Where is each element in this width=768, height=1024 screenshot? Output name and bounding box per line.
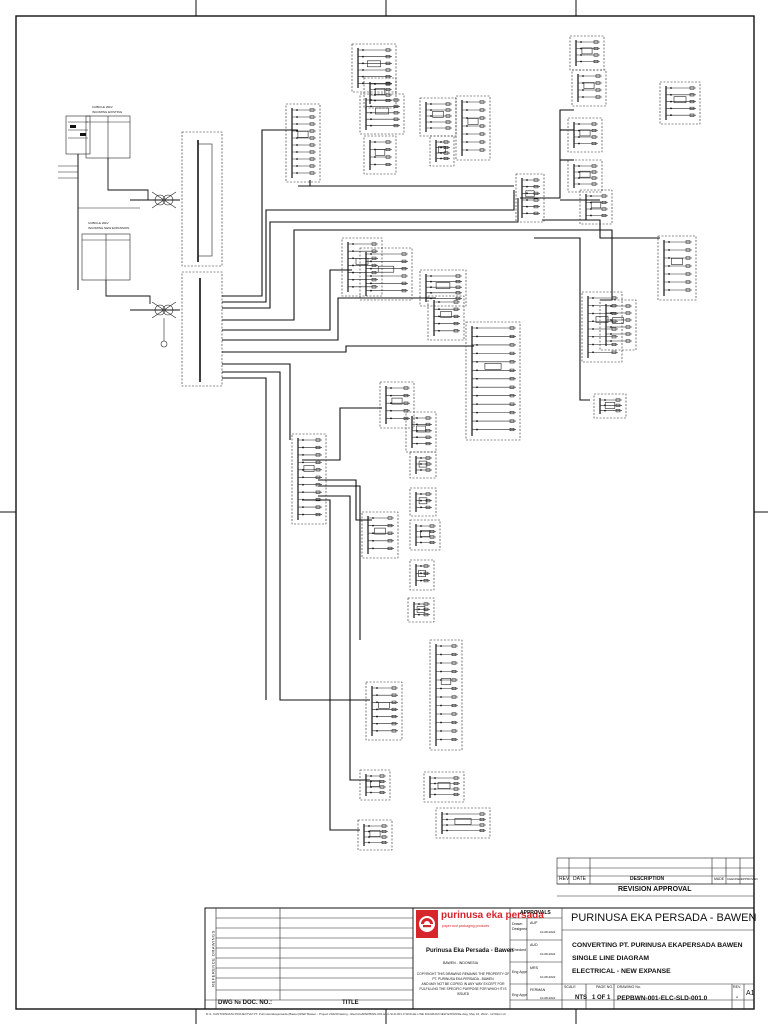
company-name: purinusa eka persada [441, 910, 544, 921]
scale-value: NTS [575, 995, 587, 1001]
approval-row: Drawn Designed [512, 922, 528, 931]
distribution-panel [361, 511, 399, 559]
distribution-panel [455, 95, 491, 161]
approval-name: FERMAN [530, 988, 546, 992]
approval-role: Checked [512, 948, 527, 952]
distribution-panel [419, 269, 467, 307]
distribution-panel [659, 81, 701, 125]
distribution-panel [657, 235, 697, 301]
distribution-panel [365, 681, 403, 741]
revision-table [556, 857, 755, 897]
transformer-symbol-2 [151, 301, 177, 348]
approval-date: 10-08-2022 [540, 996, 556, 1000]
distribution-panel [579, 189, 613, 225]
distribution-panel [409, 451, 437, 479]
title-column-label: TITLE [342, 1000, 359, 1006]
transformer-info-box-2: CUBICLE 20kV INCOMING NEW EXPANSION [81, 221, 131, 281]
lvmdp-panel-2 [181, 271, 223, 387]
rev-caption: REV. [733, 985, 742, 989]
approval-name: AUP [530, 921, 538, 925]
title-block [204, 907, 755, 1010]
distribution-panel [363, 77, 397, 109]
distribution-panel [429, 135, 455, 167]
distribution-panel [409, 487, 437, 517]
scale-caption: SCALE [564, 985, 576, 989]
title-lines: CONVERTING PT. PURINUSA EKAPERSADA BAWEN… [572, 942, 743, 975]
distribution-panel [359, 247, 413, 301]
dwg-doc-no-label: DWG № DOC. NO.: [218, 1000, 273, 1006]
svg-text:CUBICLE 20kV: CUBICLE 20kV [92, 105, 113, 109]
reference-drawings-label: REFERENCE DRAWINGS [210, 930, 216, 987]
distribution-panel [515, 173, 545, 223]
transformer-info-box-1: CUBICLE 20kV INCOMING EXISTING [85, 105, 131, 159]
file-path-footer: D:\1. KANTOR\DATA PROJECT\02 PT. Purinus… [206, 1012, 506, 1016]
distribution-panel [599, 299, 637, 351]
page-caption: PAGE NO. [596, 985, 614, 989]
company-tagline: paper and packaging products [442, 924, 490, 928]
distribution-panel [291, 433, 327, 525]
revision-approval-title: REVISION APPROVAL [618, 886, 692, 893]
distribution-panel [571, 69, 607, 107]
approval-date: 10-08-2022 [540, 975, 556, 979]
approval-date: 10-08-2022 [540, 952, 556, 956]
drawing-number: PEPBWN-001-ELC-SLD-001.0 [617, 995, 708, 1002]
approval-role: Eng Appr [512, 993, 527, 997]
distribution-panel [357, 819, 393, 851]
distribution-panel [409, 559, 435, 591]
approval-date: 10-08-2022 [540, 930, 556, 934]
distribution-panel [285, 103, 321, 183]
distribution-panel [427, 295, 465, 341]
distribution-panel [429, 639, 463, 751]
distribution-panel [569, 35, 605, 71]
distribution-panel [593, 393, 627, 419]
page-value: 1 OF 1 [592, 995, 611, 1001]
distribution-panel [351, 43, 397, 93]
distribution-panel [359, 93, 405, 135]
date-col-label: DATE [573, 876, 586, 882]
transformer-symbol-1 [151, 191, 177, 209]
site-name: Purinusa Eka Persada - Bawen [426, 948, 514, 954]
main-title: PURINUSA EKA PERSADA - BAWEN [571, 912, 757, 924]
distribution-panel [465, 321, 521, 441]
distribution-panel [407, 597, 435, 623]
svg-text:INCOMING EXISTING: INCOMING EXISTING [92, 110, 123, 114]
approval-role: Eng Appr [512, 970, 527, 974]
rev-value: - [736, 995, 738, 1001]
distribution-panel [567, 117, 603, 153]
approvals-heading: APPROVALS [520, 910, 551, 916]
incoming-supply [58, 115, 140, 290]
description-col-label: DESCRIPTION [630, 876, 665, 882]
sheet-size: A1 [746, 990, 755, 997]
distribution-panel [359, 769, 391, 801]
distribution-panels [285, 35, 701, 851]
svg-text:CUBICLE 20kV: CUBICLE 20kV [88, 221, 109, 225]
distribution-panel [363, 135, 397, 175]
drawing-no-caption: DRAWING No. [617, 985, 641, 989]
distribution-panel [567, 159, 603, 193]
approval-name: AUD [530, 943, 538, 947]
drawing-frame [15, 15, 755, 1010]
site-location: BAWEN - INDONESIA [443, 961, 479, 965]
approved-col-label: APPROVED [741, 877, 758, 881]
made-col-label: MADE [714, 877, 725, 881]
lvmdp-panel-1 [181, 131, 223, 267]
svg-text:INCOMING NEW EXPANSION: INCOMING NEW EXPANSION [88, 226, 129, 230]
approval-name: MRS [530, 966, 538, 970]
distribution-panel [409, 519, 441, 551]
rev-col-label: REV [559, 876, 570, 882]
checked-col-label: CHECKED [727, 877, 742, 881]
copyright-notice: COPYRIGHT THIS DRAWING REMAINS THE PROPE… [416, 972, 510, 996]
distribution-panel [379, 381, 415, 429]
